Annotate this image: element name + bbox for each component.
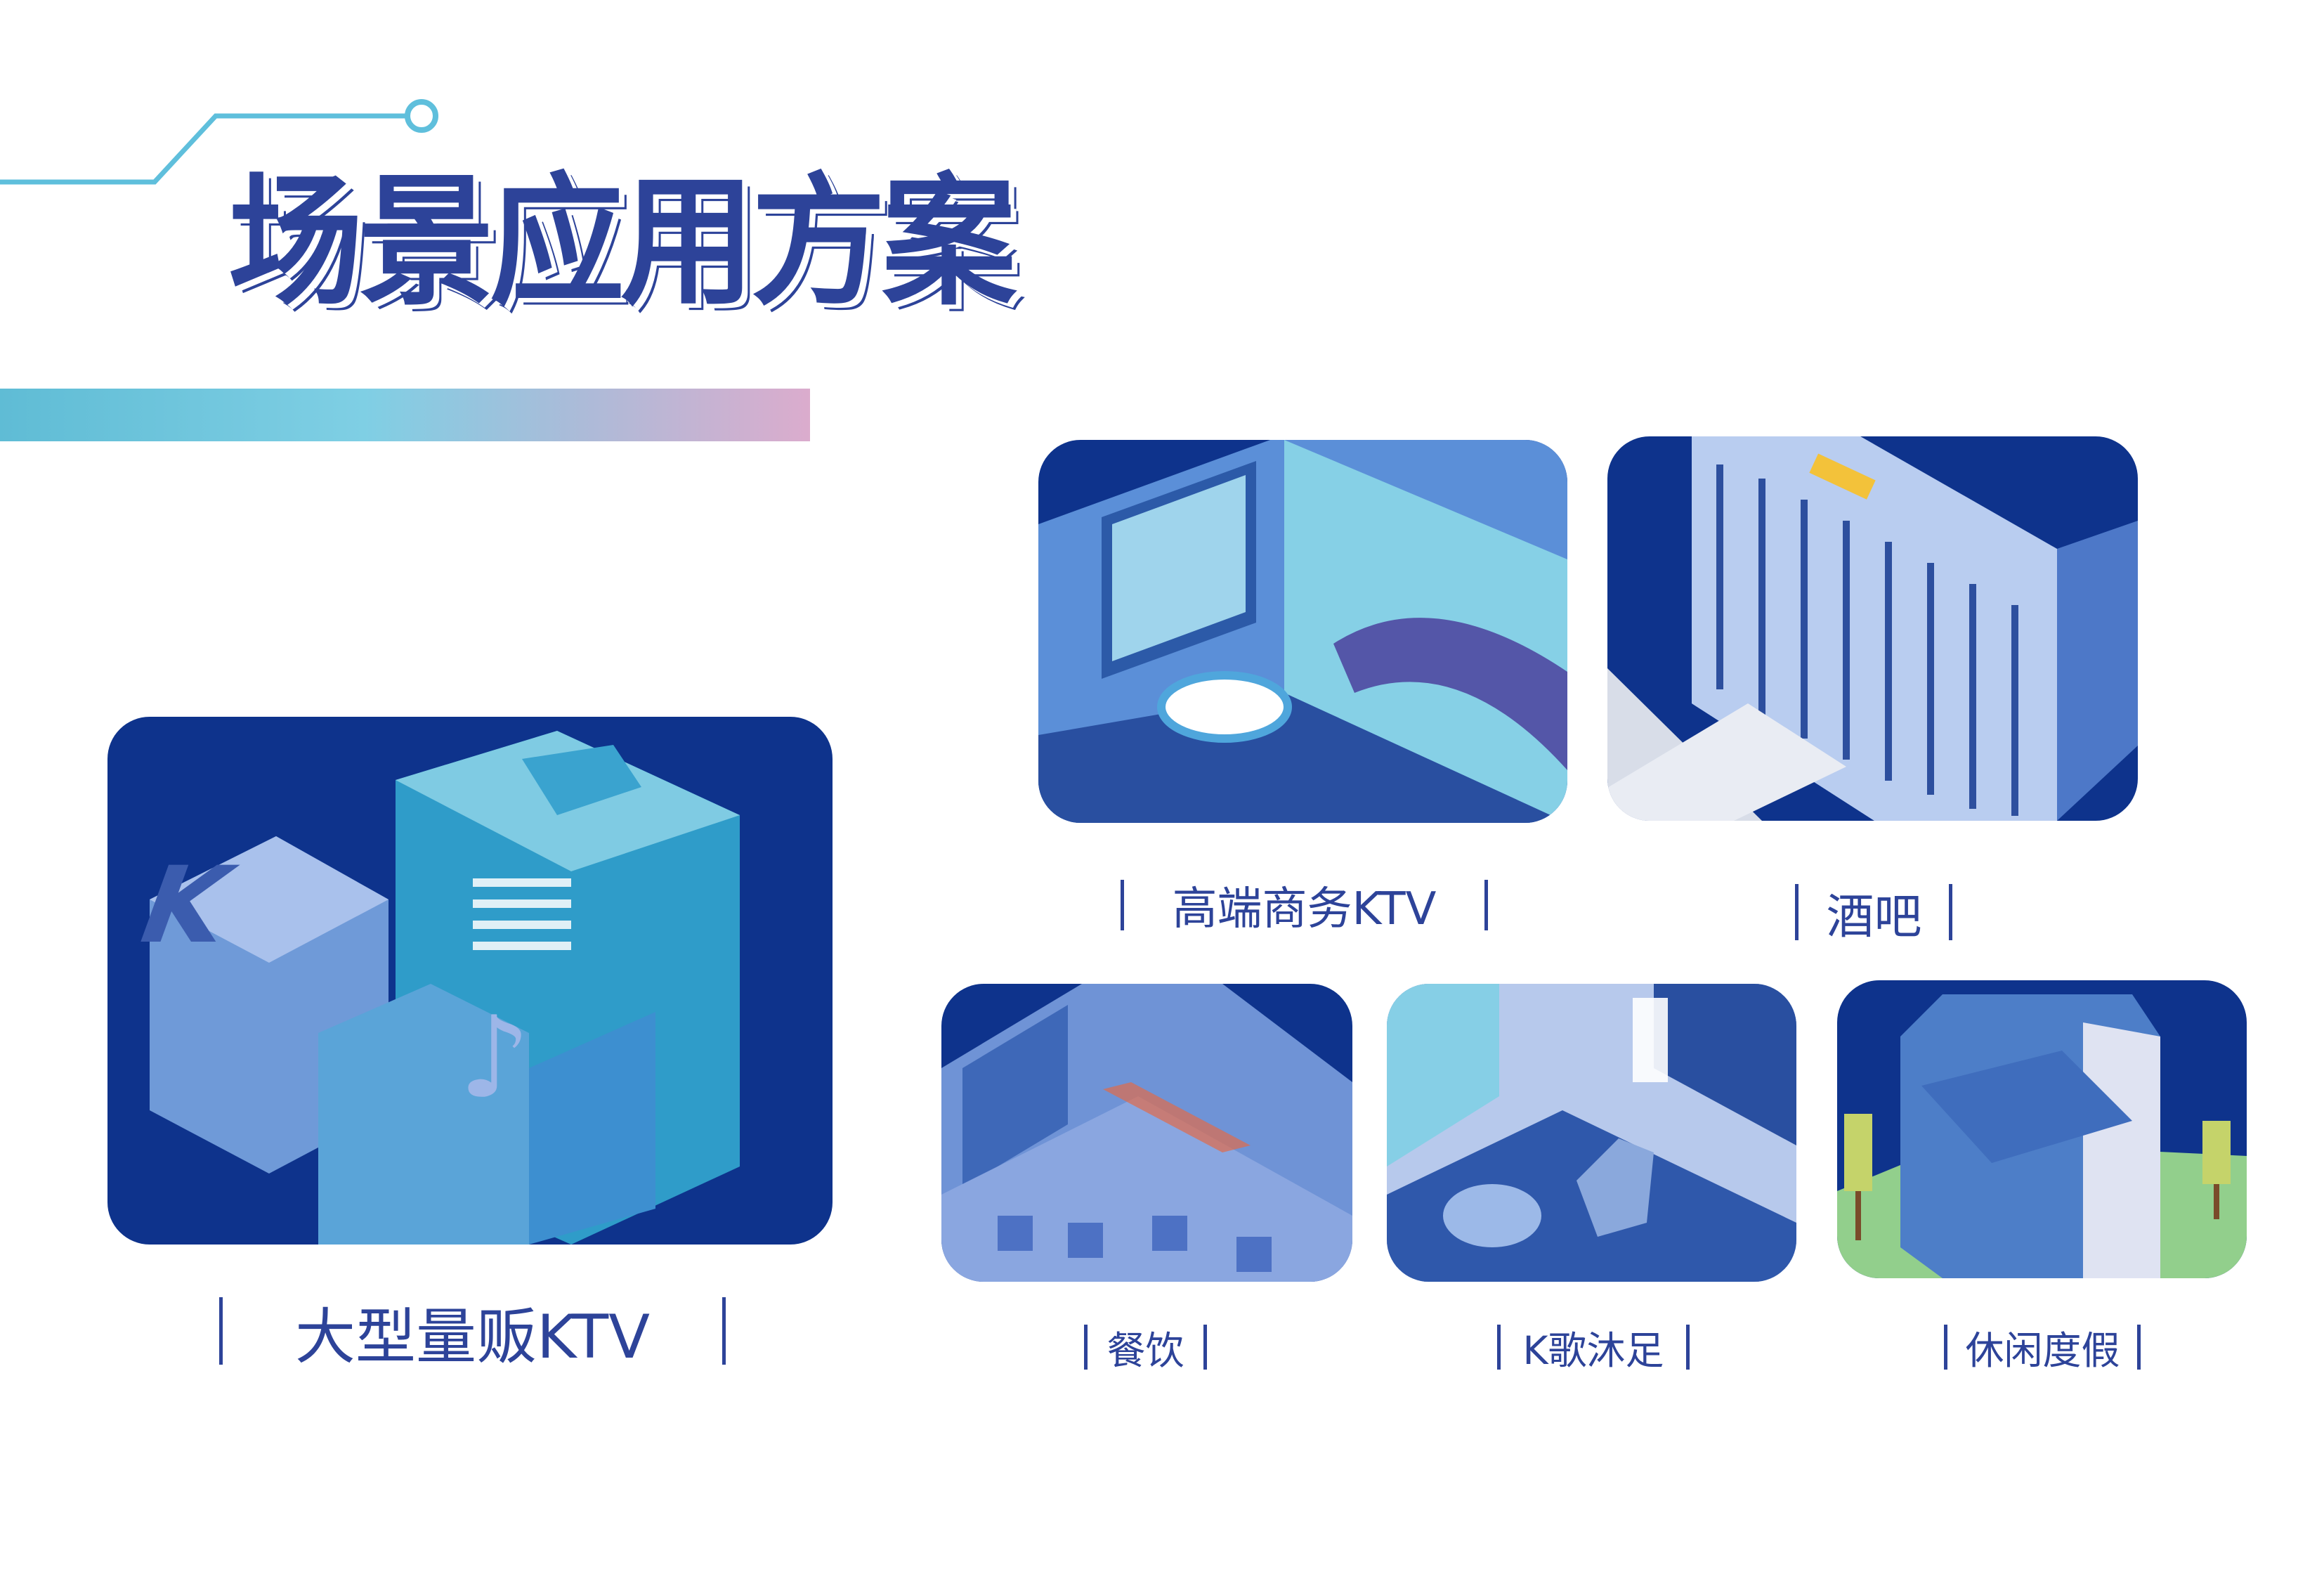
divider-bar bbox=[1203, 1325, 1208, 1370]
scene-card-bar[interactable] bbox=[1607, 436, 2138, 821]
scene-card-k-song-foot-spa[interactable] bbox=[1387, 984, 1796, 1282]
scene-label-leisure-resort: 休闲度假 bbox=[1935, 1325, 2150, 1373]
divider-bar bbox=[2137, 1325, 2141, 1370]
scene-title: 休闲度假 bbox=[1965, 1328, 2120, 1373]
page-title: 场景应用方案 bbox=[228, 160, 1017, 325]
restaurant-illustration bbox=[941, 984, 1352, 1282]
scene-card-business-ktv[interactable] bbox=[1038, 440, 1567, 823]
scene-title: K歌沐足 bbox=[1522, 1328, 1664, 1373]
divider-bar bbox=[1949, 884, 1953, 940]
divider-bar bbox=[1685, 1325, 1690, 1370]
scene-label-large-ktv: 大型量贩KTV bbox=[219, 1297, 726, 1372]
resort-villa-illustration bbox=[1837, 994, 2247, 1278]
scene-label-bar: 酒吧 bbox=[1782, 884, 1966, 945]
gradient-banner-bar bbox=[0, 389, 810, 441]
scene-title: 餐饮 bbox=[1106, 1328, 1184, 1373]
scene-card-leisure-resort[interactable] bbox=[1837, 980, 2247, 1278]
svg-text:♪: ♪ bbox=[459, 992, 530, 1123]
divider-bar bbox=[1083, 1325, 1088, 1370]
scene-title: 高端商务KTV bbox=[1172, 883, 1437, 935]
hotel-building-illustration bbox=[1607, 436, 2138, 821]
divider-bar bbox=[722, 1297, 726, 1365]
scene-card-large-ktv[interactable]: K ♪ bbox=[107, 717, 833, 1245]
scene-title: 大型量贩KTV bbox=[294, 1301, 651, 1372]
scene-label-dining: 餐饮 bbox=[1074, 1325, 1217, 1373]
divider-bar bbox=[219, 1297, 223, 1365]
business-ktv-room-illustration bbox=[1038, 440, 1567, 823]
scene-title: 酒吧 bbox=[1826, 889, 1922, 945]
divider-bar bbox=[1484, 880, 1488, 930]
circuit-line-decoration bbox=[0, 99, 438, 185]
ktv-building-illustration: K ♪ bbox=[122, 731, 740, 1245]
divider-bar bbox=[1497, 1325, 1501, 1370]
divider-bar bbox=[1944, 1325, 1948, 1370]
divider-bar bbox=[1795, 884, 1799, 940]
scene-label-k-song-foot-spa: K歌沐足 bbox=[1487, 1325, 1700, 1373]
foot-spa-room-illustration bbox=[1387, 984, 1796, 1282]
divider-bar bbox=[1121, 880, 1124, 930]
scene-label-business-ktv: 高端商务KTV bbox=[1121, 880, 1488, 935]
scene-card-dining[interactable] bbox=[941, 984, 1352, 1282]
